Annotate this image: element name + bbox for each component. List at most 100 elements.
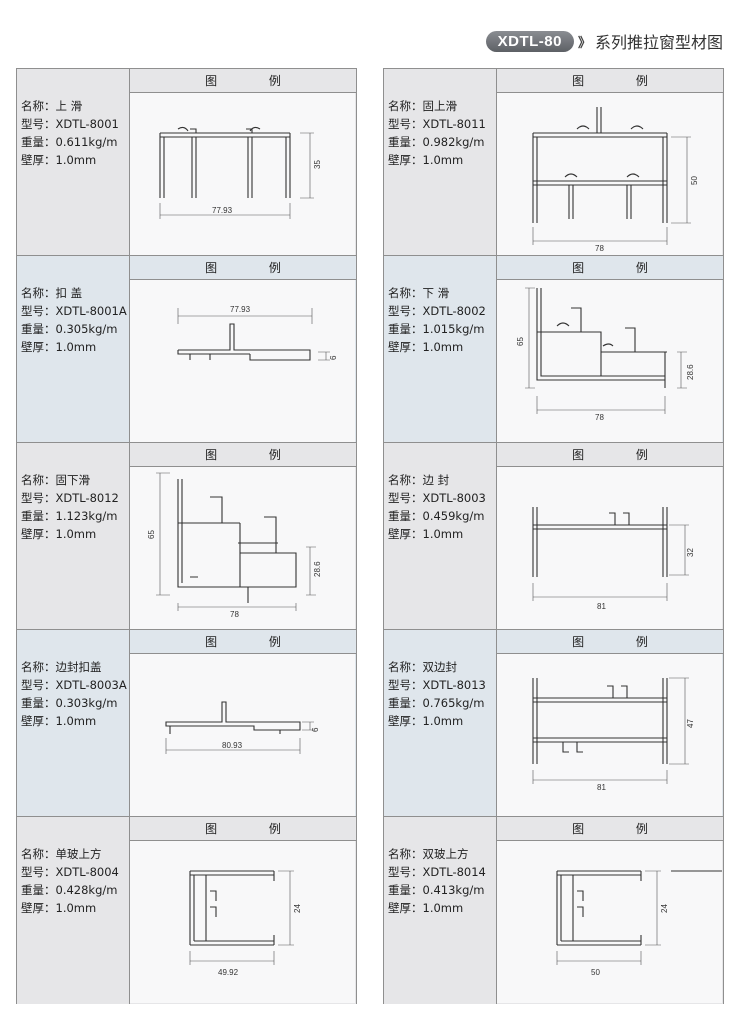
profile-model: 型号：XDTL-8004 [21, 865, 119, 879]
profile-weight: 重量：0.428kg/m [21, 883, 118, 897]
diagram-heading: 图 例 [497, 817, 723, 841]
chevron-icon: 》 [577, 35, 591, 51]
profile-weight: 重量：1.015kg/m [388, 322, 485, 336]
dim-height: 35 [313, 160, 322, 169]
profile-model: 型号：XDTL-8001 [21, 117, 119, 131]
diagram-heading: 图 例 [130, 256, 356, 280]
profile-drawing: 77.93 6 [130, 280, 355, 442]
series-badge: XDTL-80 [485, 30, 574, 52]
diagram-panel: 图 例 24 49.92 [129, 817, 356, 1004]
profile-weight: 重量：1.123kg/m [21, 509, 118, 523]
dim-width: 50 [591, 968, 600, 977]
diagram-heading: 图 例 [497, 256, 723, 280]
dim-right: 28.6 [686, 364, 695, 380]
profile-drawing: 65 28.6 78 [497, 280, 722, 442]
profile-thickness: 壁厚：1.0mm [21, 527, 97, 541]
diagram-heading: 图 例 [130, 69, 356, 93]
profile-info: 名称：双玻上方 型号：XDTL-8014 重量：0.413kg/m 壁厚：1.0… [388, 845, 496, 917]
profile-name: 名称：固上滑 [388, 99, 457, 113]
right-column: 名称：固上滑 型号：XDTL-8011 重量：0.982kg/m 壁厚：1.0m… [383, 68, 724, 1004]
dim-width: 77.93 [230, 305, 251, 314]
profile-info: 名称：单玻上方 型号：XDTL-8004 重量：0.428kg/m 壁厚：1.0… [21, 845, 129, 917]
dim-height: 32 [686, 548, 695, 557]
profile-drawing: 32 81 [497, 467, 722, 629]
profile-thickness: 壁厚：1.0mm [21, 340, 97, 354]
dim-width: 49.92 [218, 968, 239, 977]
profile-thickness: 壁厚：1.0mm [388, 714, 464, 728]
profile-card-8003a: 名称：边封扣盖 型号：XDTL-8003A 重量：0.303kg/m 壁厚：1.… [17, 630, 356, 817]
profile-info: 名称：下 滑 型号：XDTL-8002 重量：1.015kg/m 壁厚：1.0m… [388, 284, 496, 356]
profile-info: 名称：双边封 型号：XDTL-8013 重量：0.765kg/m 壁厚：1.0m… [388, 658, 496, 730]
profile-model: 型号：XDTL-8001A [21, 304, 127, 318]
profile-model: 型号：XDTL-8002 [388, 304, 486, 318]
profile-card-8011: 名称：固上滑 型号：XDTL-8011 重量：0.982kg/m 壁厚：1.0m… [384, 69, 723, 256]
profile-weight: 重量：0.413kg/m [388, 883, 485, 897]
diagram-heading: 图 例 [130, 817, 356, 841]
diagram-panel: 图 例 77.93 35 [129, 69, 356, 255]
diagram-panel: 图 例 65 28.6 78 [496, 256, 723, 442]
profile-info: 名称：固上滑 型号：XDTL-8011 重量：0.982kg/m 壁厚：1.0m… [388, 97, 496, 169]
dim-height: 47 [686, 719, 695, 728]
profile-drawing: 77.93 35 [130, 93, 355, 255]
diagram-panel: 图 例 32 81 [496, 443, 723, 629]
diagram-heading: 图 例 [497, 69, 723, 93]
profile-drawing: 6 80.93 [130, 654, 355, 816]
profile-model: 型号：XDTL-8014 [388, 865, 486, 879]
profile-name: 名称：单玻上方 [21, 847, 102, 861]
profile-weight: 重量：0.982kg/m [388, 135, 485, 149]
profile-thickness: 壁厚：1.0mm [21, 153, 97, 167]
profile-name: 名称：双边封 [388, 660, 457, 674]
dim-height: 24 [293, 904, 302, 913]
profile-model: 型号：XDTL-8011 [388, 117, 486, 131]
profile-name: 名称：边 封 [388, 473, 450, 487]
diagram-panel: 图 例 50 78 [496, 69, 723, 255]
profile-drawing: 50 78 [497, 93, 722, 255]
profile-thickness: 壁厚：1.0mm [21, 714, 97, 728]
profile-model: 型号：XDTL-8013 [388, 678, 486, 692]
profile-card-8004: 名称：单玻上方 型号：XDTL-8004 重量：0.428kg/m 壁厚：1.0… [17, 817, 356, 1004]
profile-weight: 重量：0.611kg/m [21, 135, 118, 149]
dim-width: 78 [230, 610, 239, 619]
diagram-heading: 图 例 [130, 443, 356, 467]
dim-width: 80.93 [222, 741, 243, 750]
profile-info: 名称：扣 盖 型号：XDTL-8001A 重量：0.305kg/m 壁厚：1.0… [21, 284, 129, 356]
dim-height: 6 [311, 727, 320, 732]
profile-info: 名称：边封扣盖 型号：XDTL-8003A 重量：0.303kg/m 壁厚：1.… [21, 658, 129, 730]
page-header: XDTL-80 》 系列推拉窗型材图 [485, 28, 723, 54]
profile-weight: 重量：0.305kg/m [21, 322, 118, 336]
profile-drawing: 65 28.6 78 [130, 467, 355, 629]
diagram-panel: 图 例 6 80.93 [129, 630, 356, 816]
profile-name: 名称：双玻上方 [388, 847, 469, 861]
profile-thickness: 壁厚：1.0mm [388, 901, 464, 915]
profile-card-8001: 名称：上 滑 型号：XDTL-8001 重量：0.611kg/m 壁厚：1.0m… [17, 69, 356, 256]
profile-card-8012: 名称：固下滑 型号：XDTL-8012 重量：1.123kg/m 壁厚：1.0m… [17, 443, 356, 630]
diagram-heading: 图 例 [497, 443, 723, 467]
dim-height: 65 [147, 530, 156, 539]
diagram-heading: 图 例 [130, 630, 356, 654]
profile-thickness: 壁厚：1.0mm [388, 527, 464, 541]
profile-weight: 重量：0.459kg/m [388, 509, 485, 523]
dim-right: 28.6 [313, 561, 322, 577]
dim-width: 81 [597, 602, 606, 611]
dim-height: 65 [516, 337, 525, 346]
profile-weight: 重量：0.765kg/m [388, 696, 485, 710]
profile-weight: 重量：0.303kg/m [21, 696, 118, 710]
profile-card-8013: 名称：双边封 型号：XDTL-8013 重量：0.765kg/m 壁厚：1.0m… [384, 630, 723, 817]
profile-model: 型号：XDTL-8003A [21, 678, 127, 692]
profile-drawing: 24 49.92 [130, 841, 355, 1003]
profile-name: 名称：扣 盖 [21, 286, 83, 300]
profile-info: 名称：边 封 型号：XDTL-8003 重量：0.459kg/m 壁厚：1.0m… [388, 471, 496, 543]
profile-name: 名称：边封扣盖 [21, 660, 102, 674]
profile-model: 型号：XDTL-8003 [388, 491, 486, 505]
dim-width: 78 [595, 244, 604, 253]
profile-name: 名称：下 滑 [388, 286, 450, 300]
diagram-panel: 图 例 47 81 [496, 630, 723, 816]
profile-card-8001a: 名称：扣 盖 型号：XDTL-8001A 重量：0.305kg/m 壁厚：1.0… [17, 256, 356, 443]
profile-info: 名称：上 滑 型号：XDTL-8001 重量：0.611kg/m 壁厚：1.0m… [21, 97, 129, 169]
diagram-heading: 图 例 [497, 630, 723, 654]
diagram-panel: 图 例 77.93 6 [129, 256, 356, 442]
profile-card-8003: 名称：边 封 型号：XDTL-8003 重量：0.459kg/m 壁厚：1.0m… [384, 443, 723, 630]
profile-info: 名称：固下滑 型号：XDTL-8012 重量：1.123kg/m 壁厚：1.0m… [21, 471, 129, 543]
diagram-panel: 图 例 24 50 [496, 817, 723, 1004]
profile-thickness: 壁厚：1.0mm [21, 901, 97, 915]
